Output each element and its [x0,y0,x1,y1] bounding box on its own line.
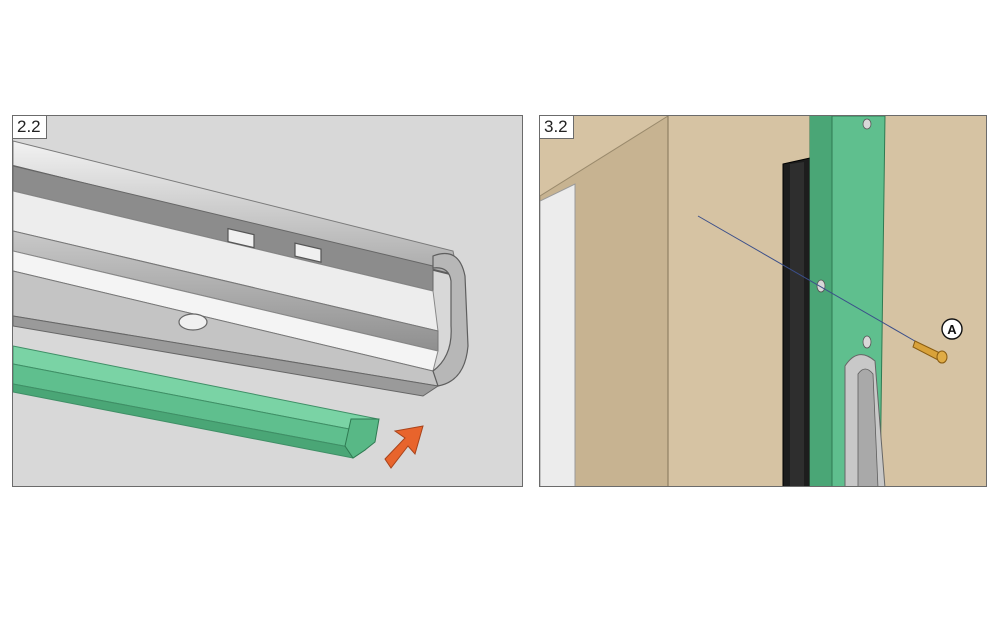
black-seal [782,157,811,486]
rail-insertion-illustration [13,140,469,469]
step-panel-2-2: 2.2 [12,115,523,487]
wall-edge [540,183,576,486]
step-number-label: 3.2 [540,116,574,139]
step-number-label: 2.2 [13,116,47,139]
aluminium-runner [844,354,886,486]
screw-A [912,340,948,364]
aluminium-rail [13,140,469,397]
insert-direction-arrow [384,425,424,469]
wall-fixing-illustration: A [540,116,963,486]
callout-A: A [941,318,963,340]
green-profile [13,345,380,459]
step-panel-3-2: A 3.2 [539,115,987,487]
callout-letter: A [947,322,957,337]
alignment-guide-line [697,215,921,345]
green-upright-profile [809,116,886,486]
